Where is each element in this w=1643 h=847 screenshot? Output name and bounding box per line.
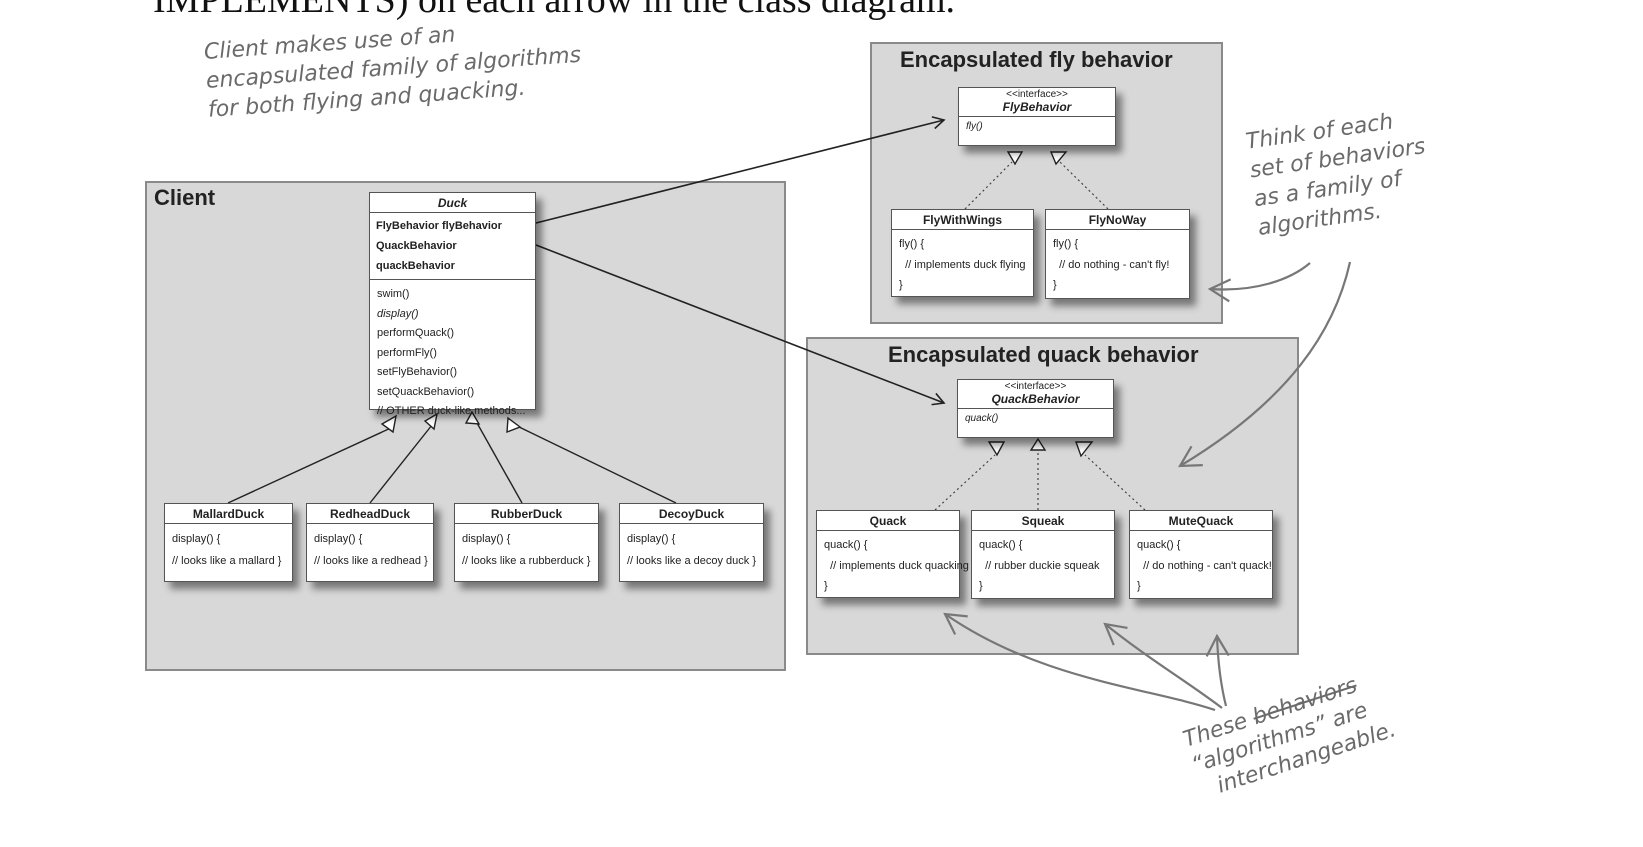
quack-implements-triangles bbox=[987, 437, 1094, 458]
interface-method: quack() bbox=[965, 413, 999, 424]
page-header-text: IMPLEMENTS) on each arrow in the class d… bbox=[153, 0, 956, 21]
inheritance-triangles bbox=[380, 410, 522, 434]
quack-class: Quack quack() { // implements duck quack… bbox=[816, 510, 969, 601]
duck-attribute: QuackBehavior quackBehavior bbox=[376, 240, 457, 272]
class-body-line: display() { bbox=[462, 533, 511, 545]
class-body-line: } bbox=[1053, 279, 1057, 291]
mallardduck-class: MallardDuck display() { // looks like a … bbox=[164, 503, 293, 582]
rubberduck-class: RubberDuck display() { // looks like a r… bbox=[454, 503, 599, 582]
redheadduck-class: RedheadDuck display() { // looks like a … bbox=[306, 503, 434, 582]
class-body: display() { // looks like a redhead } bbox=[307, 524, 433, 576]
quack-behavior-region-title: Encapsulated quack behavior bbox=[888, 342, 1199, 367]
interchange-to-quack-hand-arrow bbox=[943, 612, 1216, 712]
class-body-line: quack() { bbox=[979, 539, 1023, 551]
class-body-line: display() { bbox=[172, 533, 221, 545]
interchange-to-squeak-hand-arrow bbox=[1103, 622, 1223, 709]
class-name: RubberDuck bbox=[455, 504, 598, 524]
duck-attribute: FlyBehavior flyBehavior bbox=[376, 220, 502, 232]
interface-stereotype: <<interface>> bbox=[1004, 381, 1067, 392]
class-body-line: } bbox=[1137, 580, 1141, 592]
flybehavior-interface: <<interface>> FlyBehavior fly() bbox=[958, 87, 1116, 146]
class-body-line: // looks like a redhead } bbox=[314, 555, 428, 567]
class-body-line: } bbox=[899, 279, 903, 291]
class-body-line: // implements duck flying bbox=[899, 258, 1026, 271]
class-body: fly() { // implements duck flying } bbox=[892, 230, 1033, 300]
interface-stereotype: <<interface>> bbox=[1006, 89, 1068, 100]
duck-method: display() bbox=[377, 307, 419, 320]
quack-implements-lines bbox=[934, 450, 1146, 511]
interchange-to-mutequack-hand-arrow bbox=[1205, 633, 1230, 707]
class-body-line: // looks like a decoy duck } bbox=[627, 555, 757, 567]
class-body: fly() { // do nothing - can't fly! } bbox=[1046, 230, 1189, 300]
has-a-fly-arrow bbox=[535, 116, 946, 224]
interface-header: <<interface>> FlyBehavior bbox=[959, 88, 1115, 117]
family-to-quack-hand-arrow bbox=[1178, 261, 1352, 468]
class-body-line: display() { bbox=[314, 533, 363, 545]
class-body-line: // implements duck quacking bbox=[824, 559, 969, 572]
decoyduck-class: DecoyDuck display() { // looks like a de… bbox=[619, 503, 764, 582]
fly-implements-triangles bbox=[1006, 151, 1068, 166]
interface-header: <<interface>> QuackBehavior bbox=[958, 380, 1113, 409]
class-body-line: // looks like a rubberduck } bbox=[462, 555, 591, 567]
interface-name: QuackBehavior bbox=[991, 392, 1080, 406]
duck-attributes: FlyBehavior flyBehavior QuackBehavior qu… bbox=[370, 213, 535, 280]
duck-method: // OTHER duck-like methods... bbox=[377, 405, 526, 417]
class-body-line: fly() { bbox=[899, 238, 925, 250]
class-body-line: // rubber duckie squeak bbox=[979, 559, 1100, 572]
flynoway-class: FlyNoWay fly() { // do nothing - can't f… bbox=[1045, 209, 1190, 299]
duck-methods: swim() display() performQuack() performF… bbox=[370, 280, 535, 426]
class-name: FlyNoWay bbox=[1046, 210, 1189, 230]
fly-implements-lines bbox=[964, 161, 1109, 210]
class-body-line: // looks like a mallard } bbox=[172, 555, 282, 567]
class-name: MuteQuack bbox=[1130, 511, 1272, 531]
class-body-line: quack() { bbox=[824, 539, 868, 551]
duck-method: setFlyBehavior() bbox=[377, 366, 458, 378]
duck-method: swim() bbox=[377, 288, 410, 300]
class-body: quack() { // rubber duckie squeak } bbox=[972, 531, 1114, 601]
class-body: quack() { // do nothing - can't quack! } bbox=[1130, 531, 1272, 601]
class-body-line: // do nothing - can't fly! bbox=[1053, 258, 1170, 271]
duck-inheritance-lines bbox=[227, 422, 677, 504]
class-body-line: fly() { bbox=[1053, 238, 1079, 250]
class-name: Squeak bbox=[972, 511, 1114, 531]
duck-method: performFly() bbox=[377, 346, 437, 359]
class-body-line: display() { bbox=[627, 533, 676, 545]
class-body: display() { // looks like a rubberduck } bbox=[455, 524, 598, 576]
class-name: MallardDuck bbox=[165, 504, 292, 524]
duck-class: Duck FlyBehavior flyBehavior QuackBehavi… bbox=[369, 192, 536, 417]
class-body: quack() { // implements duck quacking } bbox=[817, 531, 969, 601]
class-body-line: } bbox=[824, 580, 828, 592]
fly-behavior-region-title: Encapsulated fly behavior bbox=[900, 47, 1173, 72]
class-body-line: } bbox=[979, 580, 983, 592]
class-name: RedheadDuck bbox=[307, 504, 433, 524]
duck-method: setQuackBehavior() bbox=[377, 385, 475, 398]
class-body: display() { // looks like a mallard } bbox=[165, 524, 292, 576]
has-a-quack-arrow bbox=[535, 244, 946, 406]
interface-method: fly() bbox=[966, 121, 983, 132]
duck-method: performQuack() bbox=[377, 327, 455, 339]
class-name: DecoyDuck bbox=[620, 504, 763, 524]
squeak-class: Squeak quack() { // rubber duckie squeak… bbox=[971, 510, 1115, 599]
client-region bbox=[145, 181, 786, 671]
quackbehavior-interface: <<interface>> QuackBehavior quack() bbox=[957, 379, 1114, 438]
family-to-fly-hand-arrow bbox=[1207, 262, 1311, 303]
flywithwings-class: FlyWithWings fly() { // implements duck … bbox=[891, 209, 1034, 297]
class-body-line: // do nothing - can't quack! bbox=[1137, 559, 1272, 572]
interface-name: FlyBehavior bbox=[1002, 100, 1072, 114]
mutequack-class: MuteQuack quack() { // do nothing - can'… bbox=[1129, 510, 1273, 599]
duck-class-name: Duck bbox=[370, 193, 535, 213]
class-name: Quack bbox=[817, 511, 959, 531]
class-body: display() { // looks like a decoy duck } bbox=[620, 524, 763, 576]
class-body-line: quack() { bbox=[1137, 539, 1181, 551]
client-region-title: Client bbox=[154, 185, 216, 210]
class-name: FlyWithWings bbox=[892, 210, 1033, 230]
